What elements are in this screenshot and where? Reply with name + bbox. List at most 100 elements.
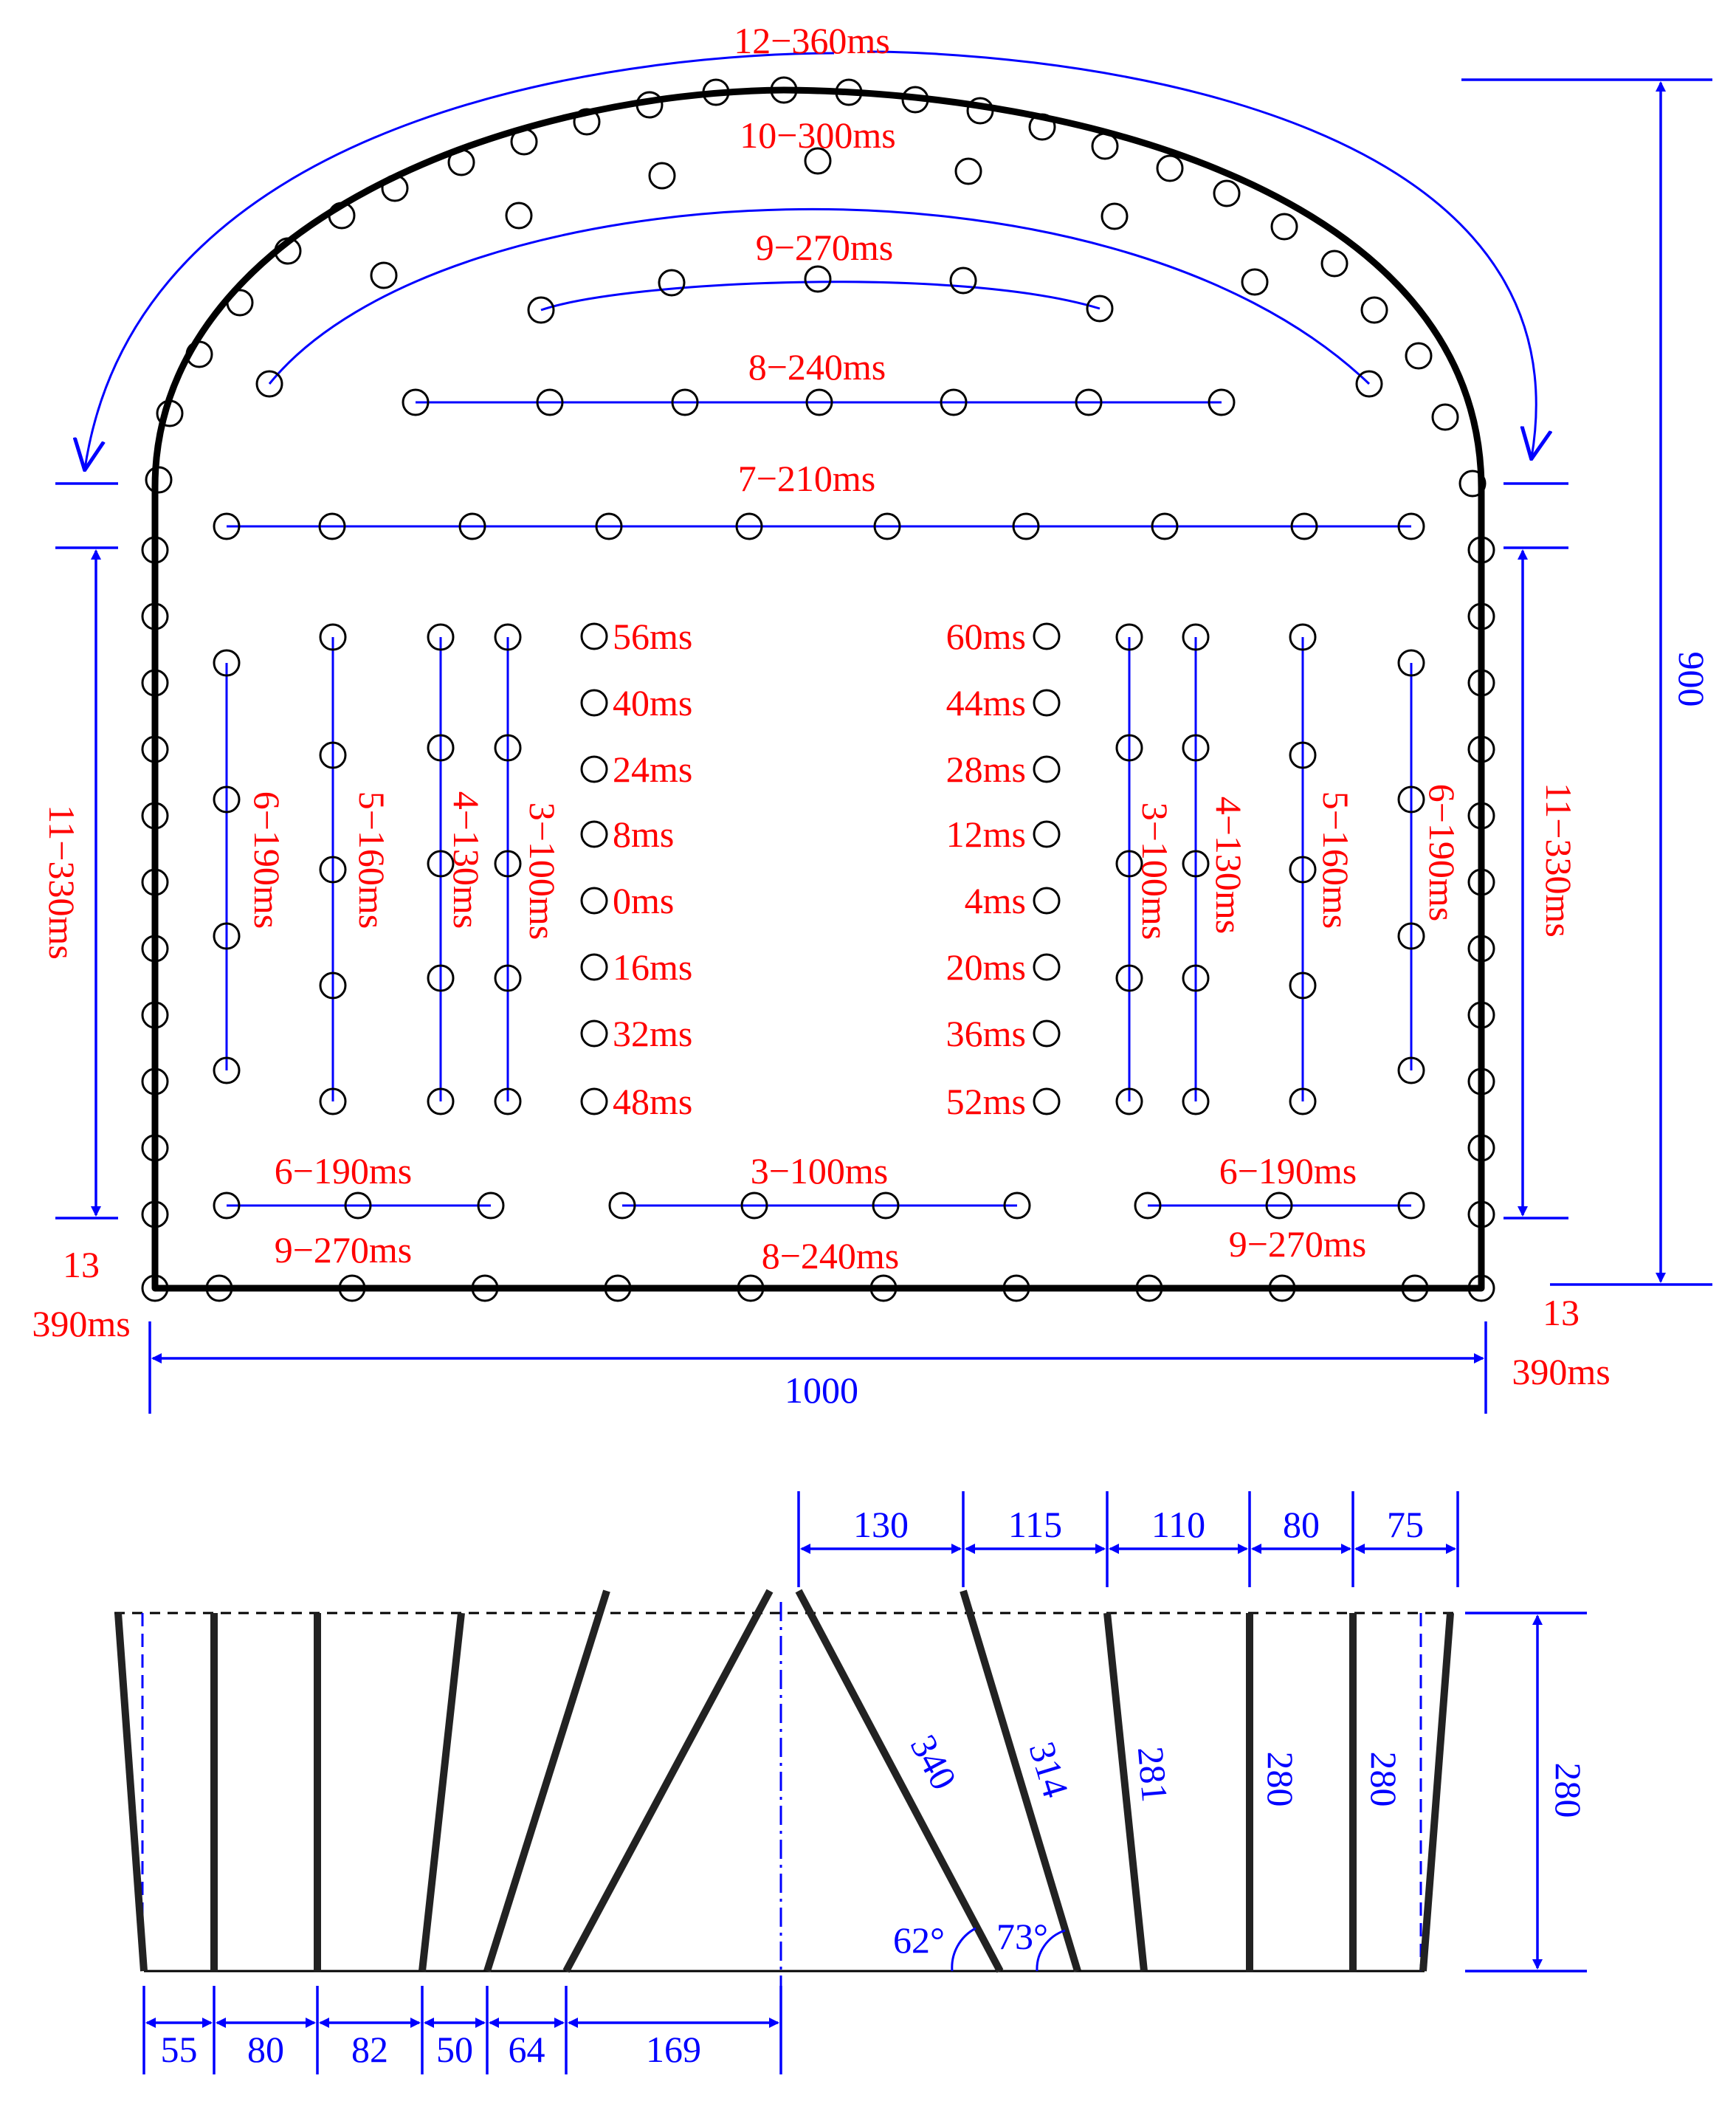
- blast-hole: [1397, 649, 1425, 677]
- blast-hole: [873, 512, 901, 540]
- blast-hole: [954, 157, 982, 185]
- blast-hole: [370, 261, 398, 289]
- angle-label-73: 73°: [996, 1916, 1048, 1957]
- blast-hole: [141, 735, 169, 763]
- blast-hole: [835, 78, 863, 106]
- angle-arc-62: [951, 1927, 976, 1972]
- blast-hole: [477, 1192, 505, 1220]
- cut-hole-label-right: 20ms: [946, 946, 1026, 988]
- blast-hole: [1033, 689, 1061, 717]
- label-bottom-right-lower: 9−270ms: [1229, 1223, 1367, 1265]
- cut-hole-label-right: 52ms: [946, 1081, 1026, 1122]
- blast-hole: [580, 689, 608, 717]
- blast-hole: [1467, 1001, 1495, 1029]
- perimeter-arch-arrow-left: [85, 52, 835, 469]
- blast-hole: [494, 964, 522, 992]
- blast-hole: [1397, 785, 1425, 814]
- blast-hole: [141, 1001, 169, 1029]
- blast-hole: [141, 1067, 169, 1096]
- blast-hole: [1033, 887, 1061, 915]
- blast-hole: [1290, 512, 1318, 540]
- blast-hole: [319, 856, 347, 884]
- blast-hole: [156, 399, 184, 427]
- blast-hole: [536, 388, 564, 416]
- blast-hole: [737, 1274, 765, 1302]
- blast-hole: [141, 669, 169, 697]
- blast-hole: [141, 1274, 169, 1302]
- label-bottom-left-upper: 6−190ms: [275, 1150, 413, 1192]
- blast-hole: [1355, 370, 1383, 398]
- blast-hole: [402, 388, 430, 416]
- blast-hole: [1397, 512, 1425, 540]
- right-perimeter-hole: [1419, 1612, 1454, 1972]
- cut-hole-label-right: 12ms: [946, 814, 1026, 855]
- blast-hole: [580, 953, 608, 981]
- top-spacing-label: 75: [1387, 1504, 1424, 1545]
- blast-hole: [648, 162, 676, 190]
- blast-hole: [1289, 1087, 1317, 1115]
- blast-hole: [1115, 623, 1143, 651]
- blast-hole: [427, 850, 455, 878]
- blast-hole: [804, 265, 832, 293]
- blast-hole: [213, 922, 241, 950]
- blast-hole: [527, 296, 555, 324]
- label-side-wall-left: 11−330ms: [41, 805, 83, 960]
- blast-hole: [901, 86, 929, 114]
- blast-hole: [1289, 741, 1317, 769]
- blast-hole: [580, 622, 608, 650]
- blast-hole: [1182, 1087, 1210, 1115]
- blast-hole: [1115, 850, 1143, 878]
- bottom-spacing-label: 55: [161, 2029, 198, 2070]
- cut-hole-label-right: 44ms: [946, 682, 1026, 723]
- blast-hole: [1033, 820, 1061, 848]
- cut-hole-label-left: 40ms: [613, 682, 692, 723]
- cut-hole-label-right: 60ms: [946, 616, 1026, 657]
- blast-hole: [1289, 972, 1317, 1000]
- blast-hole: [1002, 1274, 1030, 1302]
- top-spacing-label: 110: [1151, 1504, 1205, 1545]
- perimeter-arch-arrow: [867, 50, 1536, 458]
- blast-hole: [1467, 536, 1495, 564]
- blast-hole: [1003, 1192, 1031, 1220]
- depth-dimension-label: 280: [1548, 1763, 1589, 1818]
- blast-hole: [1431, 403, 1459, 431]
- label-col-left-3: 3−100ms: [522, 802, 563, 941]
- blast-hole: [1115, 1087, 1143, 1115]
- blast-hole: [636, 91, 664, 119]
- blast-hole: [770, 76, 798, 104]
- blast-hole: [580, 820, 608, 848]
- blast-hole: [141, 802, 169, 830]
- blast-hole: [141, 1200, 169, 1228]
- blast-hole: [141, 602, 169, 630]
- blast-hole: [671, 388, 699, 416]
- blast-hole: [494, 734, 522, 762]
- blast-hole: [1151, 512, 1179, 540]
- blast-hole: [141, 935, 169, 963]
- left-perimeter-hole: [114, 1612, 148, 1972]
- blast-hole: [740, 1192, 768, 1220]
- blast-hole: [145, 466, 173, 494]
- blast-hole: [1467, 1134, 1495, 1162]
- label-perimeter-arch: 12−360ms: [734, 20, 890, 61]
- blast-hole: [1182, 850, 1210, 878]
- blast-hole: [1397, 1192, 1425, 1220]
- cut-hole-label-right: 36ms: [946, 1013, 1026, 1054]
- blast-hole: [1467, 1067, 1495, 1096]
- cut-hole-labels: 56ms40ms24ms8ms0ms16ms32ms48ms60ms44ms28…: [613, 616, 1026, 1122]
- hole-length-281: 281: [1130, 1745, 1176, 1804]
- label-arch-row-9: 9−270ms: [756, 227, 894, 268]
- blast-hole: [505, 202, 533, 230]
- blast-hole: [702, 78, 730, 106]
- blast-hole: [319, 623, 347, 651]
- label-arch-row-10: 10−300ms: [740, 114, 896, 156]
- bottom-spacing-label: 50: [436, 2029, 473, 2070]
- label-corner-right-time: 390ms: [1512, 1351, 1610, 1392]
- label-corner-right-number: 13: [1543, 1292, 1580, 1333]
- blast-hole: [1320, 250, 1348, 278]
- blast-hole: [1289, 623, 1317, 651]
- label-col-left-6: 6−190ms: [247, 791, 288, 929]
- bottom-spacing-label: 169: [646, 2029, 701, 2070]
